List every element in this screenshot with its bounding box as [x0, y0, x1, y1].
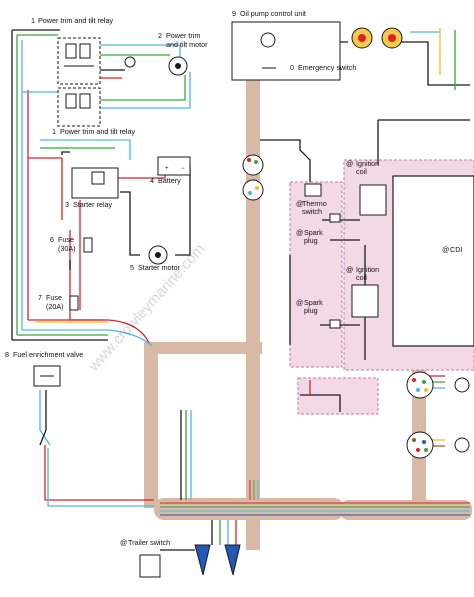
thermo-num: @ [296, 199, 303, 208]
fuse20-label-1: Fuse [46, 293, 62, 302]
spark-plug-bottom [329, 319, 341, 329]
fuse20-num: 7 [38, 293, 42, 302]
fuse-30a [83, 237, 93, 253]
trailer-num: @ [120, 538, 127, 547]
thermo-label-1: Thermo [302, 199, 327, 208]
battery-symbol: + − [157, 156, 191, 176]
svg-text:−: − [181, 166, 185, 172]
spark-top-num: @ [296, 228, 303, 237]
ignition-top-num: @ [346, 159, 353, 168]
oil-pump-label: Oil pump control unit [240, 9, 306, 18]
cdi-label: CDI [450, 245, 462, 254]
ignition-top-label-1: Ignition [356, 159, 379, 168]
fuse30-label-2: (30A) [58, 244, 76, 253]
starter-relay-label: Starter relay [73, 200, 113, 209]
battery-num: 4 [150, 176, 154, 185]
fuse30-label-1: Fuse [58, 235, 74, 244]
labels: 1 Power trim and tilt relay 2 Power trim… [5, 9, 462, 547]
starter-motor-label: Starter motor [138, 263, 181, 272]
starter-motor-num: 5 [130, 263, 134, 272]
fuse30-num: 6 [50, 235, 54, 244]
power-trim-tilt-motor [124, 56, 188, 76]
oil-pump-control-unit [231, 21, 341, 81]
relay-bottom-num: 1 [52, 127, 56, 136]
relay-bottom-label: Power trim and tilt relay [60, 127, 135, 136]
spark-plug-top [329, 213, 341, 223]
ignition-bottom-num: @ [346, 265, 353, 274]
thermo-label-2: switch [302, 207, 322, 216]
emergency-switch [351, 27, 403, 49]
battery-label: Battery [158, 176, 181, 185]
relay-top-label: Power trim and tilt relay [38, 16, 113, 25]
cdi-num: @ [442, 245, 449, 254]
spark-top-label-1: Spark [304, 228, 323, 237]
svg-text:+: + [165, 166, 169, 172]
emergency-num: 0 [290, 63, 294, 72]
harness-connectors [242, 154, 470, 459]
harness-strands [160, 480, 470, 516]
fuse20-label-2: (20A) [46, 302, 64, 311]
ignition-bottom-label-1: Ignition [356, 265, 379, 274]
power-trim-tilt-relay-top [57, 37, 101, 85]
relay-top-num: 1 [31, 16, 35, 25]
spark-bottom-label-1: Spark [304, 298, 323, 307]
ignition-bottom-label-2: coil [356, 273, 367, 282]
motor-label-2: and tilt motor [166, 40, 208, 49]
emergency-label: Emergency switch [298, 63, 356, 72]
ignition-coil-top [359, 184, 387, 216]
fuel-valve-num: 8 [5, 350, 9, 359]
fuse-20a [69, 295, 79, 311]
oil-pump-num: 9 [232, 9, 236, 18]
thermo-switch [304, 183, 322, 197]
power-trim-tilt-relay-bottom [57, 87, 101, 127]
spark-bottom-label-2: plug [304, 306, 318, 315]
trailer-switch [139, 544, 241, 578]
spark-top-label-2: plug [304, 236, 318, 245]
ignition-top-label-2: coil [356, 167, 367, 176]
spark-bottom-num: @ [296, 298, 303, 307]
motor-num: 2 [158, 31, 162, 40]
fuel-valve-label: Fuel enrichment valve [13, 350, 83, 359]
fuel-enrichment-valve [33, 365, 61, 387]
starter-motor [148, 245, 168, 265]
trailer-label: Trailer switch [128, 538, 170, 547]
starter-relay [71, 167, 119, 199]
motor-label-1: Power trim [166, 31, 200, 40]
starter-relay-num: 3 [65, 200, 69, 209]
ignition-coil-bottom [351, 284, 379, 318]
